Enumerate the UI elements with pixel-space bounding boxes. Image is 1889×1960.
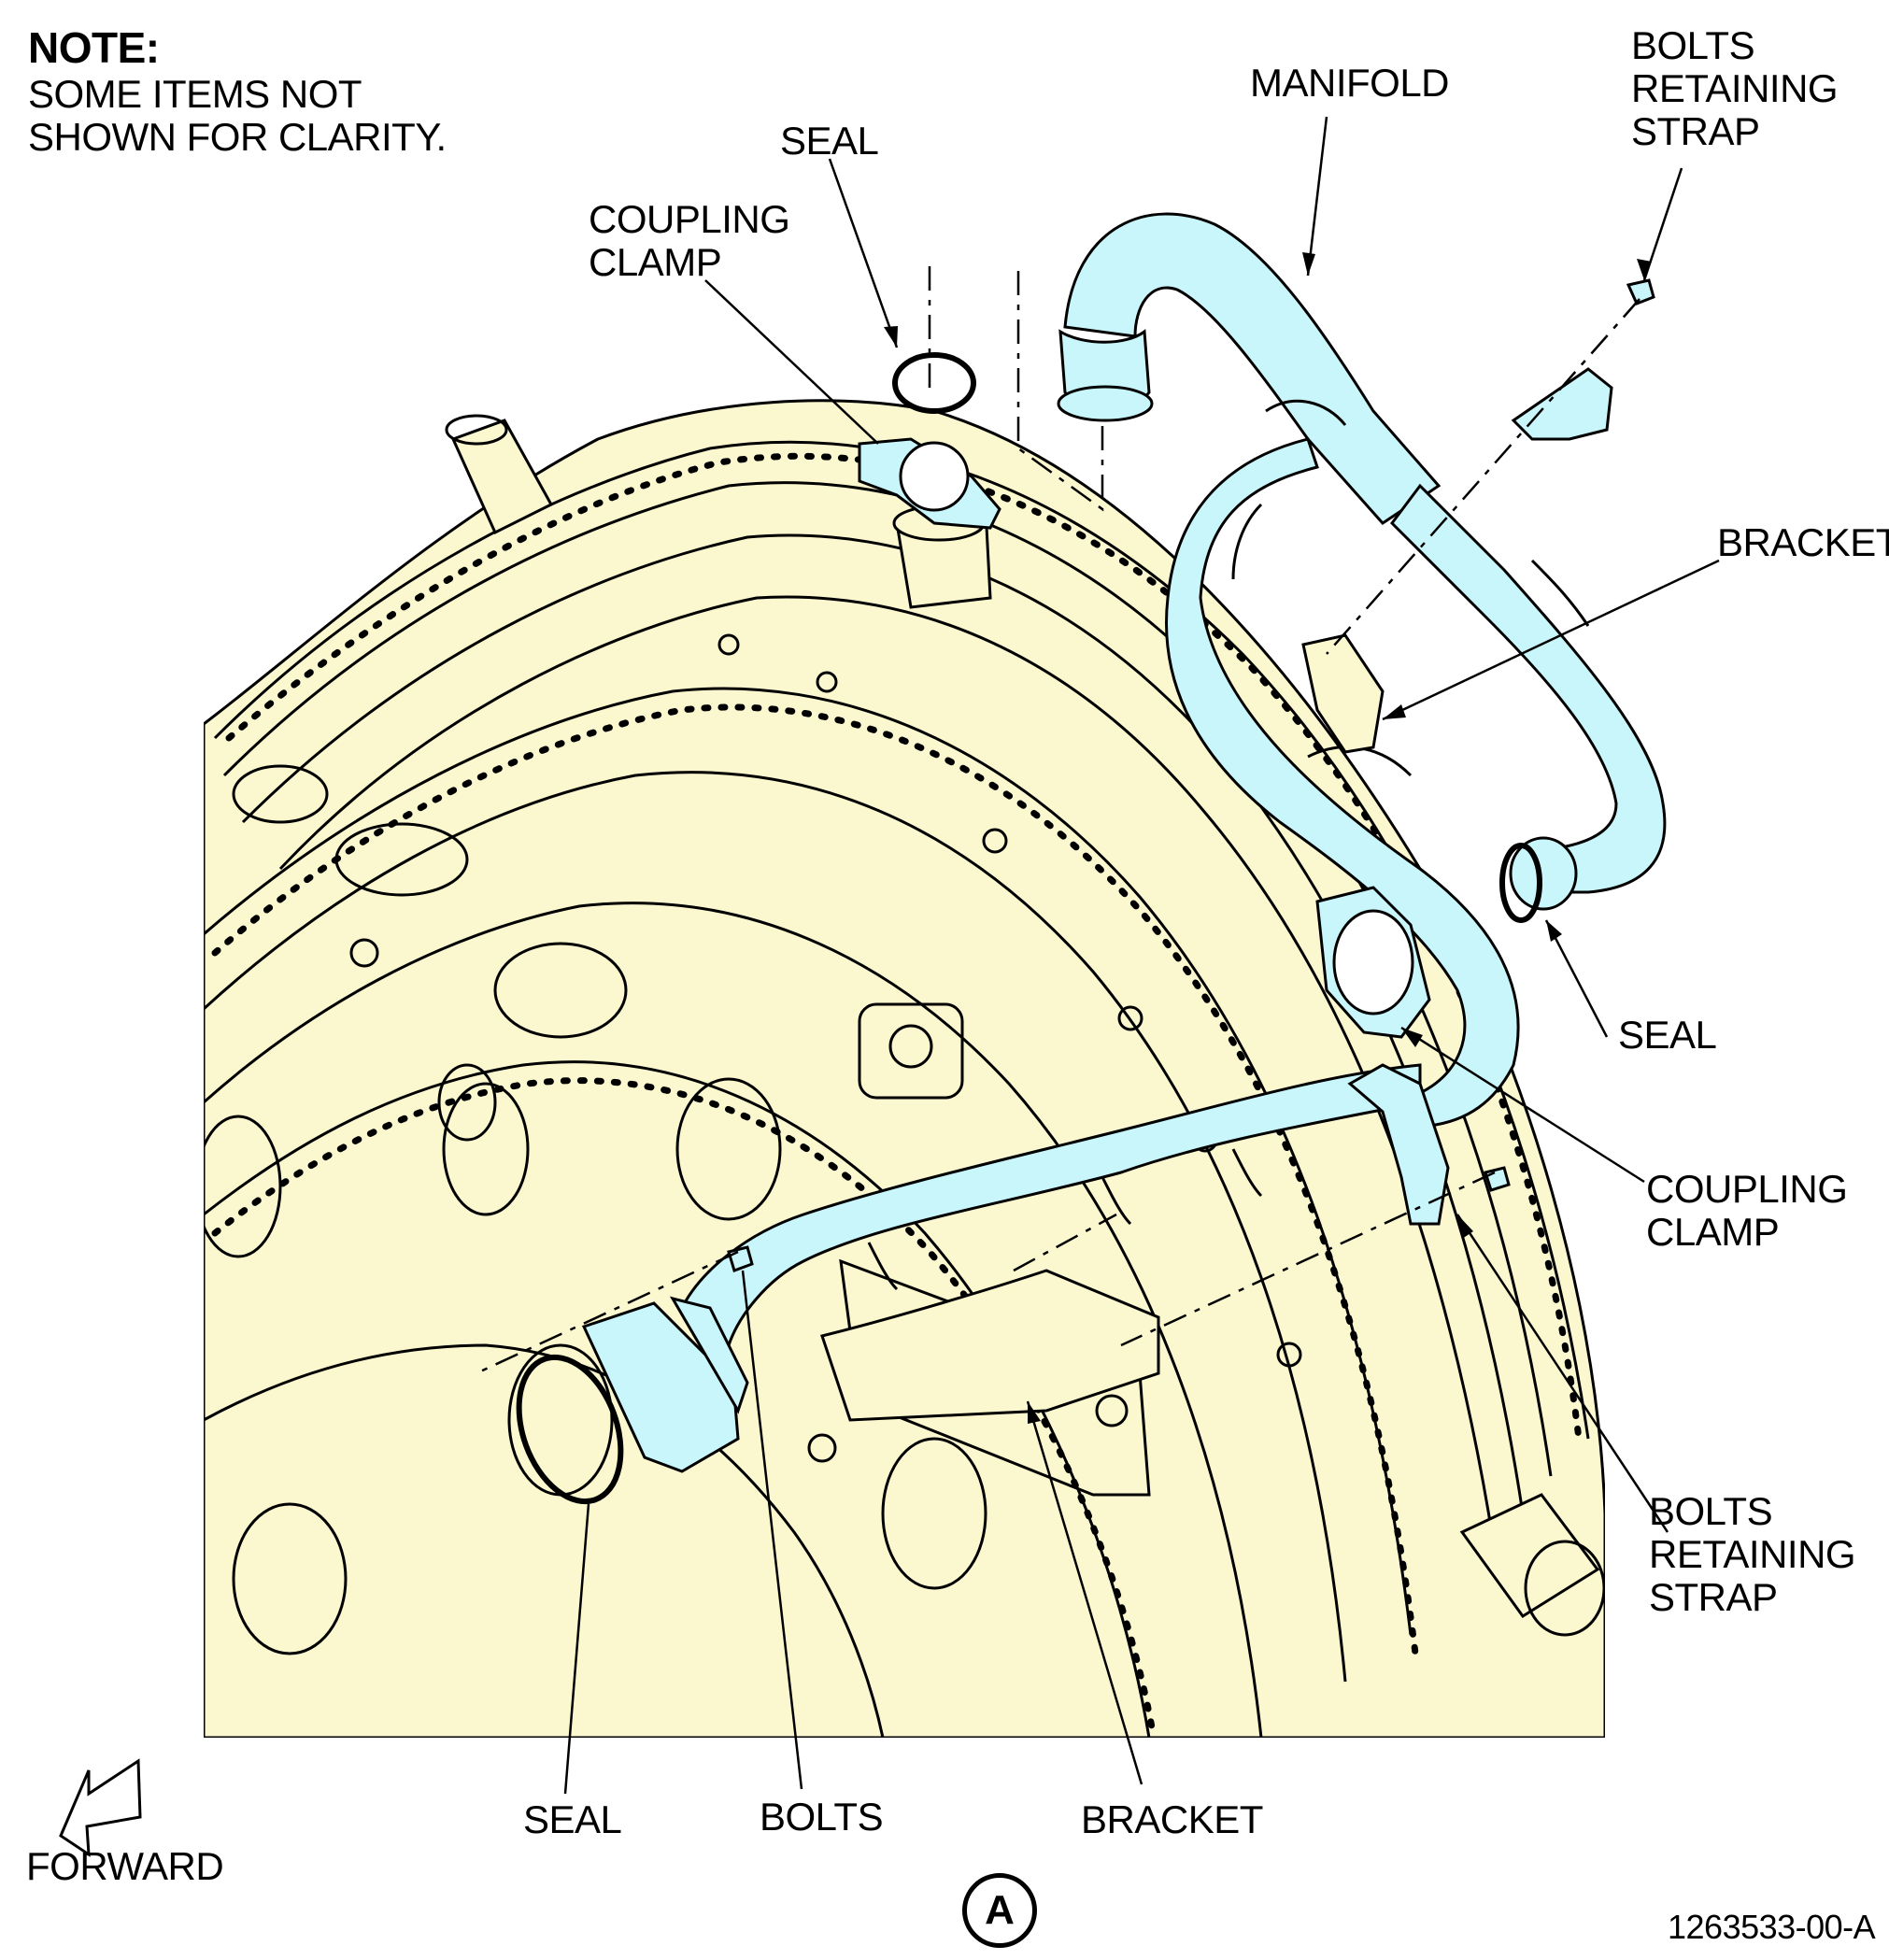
note-heading: NOTE: [28, 23, 160, 72]
top-seal-ring [892, 352, 976, 414]
lower-bolt-right [1484, 1166, 1511, 1192]
label-seal-right: SEAL [1618, 1013, 1717, 1057]
label-bolts-retaining-strap-top: BOLTS RETAINING STRAP [1631, 23, 1839, 153]
label-bolts-bottom: BOLTS [760, 1795, 884, 1839]
right-bracket [1301, 633, 1385, 754]
lower-bracket [820, 1269, 1160, 1422]
leader-arrowheads [884, 252, 1652, 1424]
note-text: SOME ITEMS NOT SHOWN FOR CLARITY. [28, 72, 447, 159]
figure-id: 1263533-00-A [1668, 1908, 1876, 1946]
bottom-seal-ring [516, 1354, 624, 1505]
view-letter-badge: A [962, 1873, 1037, 1948]
lower-retaining-strap [1347, 1063, 1450, 1226]
label-seal-top: SEAL [780, 119, 879, 163]
leader-lines [563, 116, 1720, 1795]
hardware [516, 278, 1655, 1505]
manifold-tubes [581, 212, 1667, 1473]
label-bolts-retaining-strap-right: BOLTS RETAINING STRAP [1649, 1489, 1856, 1619]
manifold-right-branch [1390, 483, 1667, 894]
label-bracket-right: BRACKET [1717, 520, 1889, 564]
right-seal-ring [1499, 843, 1542, 923]
manifold-top-bend [1063, 212, 1442, 525]
label-seal-bottom: SEAL [523, 1797, 622, 1841]
label-forward: FORWARD [26, 1844, 224, 1888]
bottom-flange [581, 1301, 740, 1473]
top-bolt [1626, 278, 1655, 305]
assembly-centerlines [476, 266, 1640, 1375]
label-coupling-clamp-top: COUPLING CLAMP [589, 197, 790, 284]
label-manifold: MANIFOLD [1250, 61, 1450, 105]
label-bracket-bottom: BRACKET [1081, 1797, 1263, 1841]
label-coupling-clamp-right: COUPLING CLAMP [1646, 1167, 1848, 1254]
top-strap [1511, 367, 1613, 441]
forward-arrow-icon [59, 1758, 142, 1857]
